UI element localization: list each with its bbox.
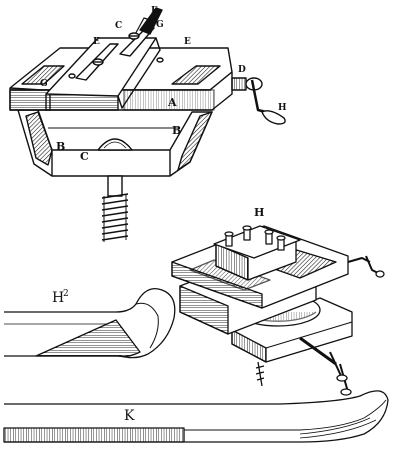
label-h2: H 2 — [52, 289, 69, 306]
label-b-right: B — [172, 124, 181, 137]
bottom-spindle — [255, 361, 265, 387]
label-e-left: E — [93, 37, 100, 47]
label-k: K — [124, 408, 135, 424]
vise-crank — [231, 77, 286, 125]
label-h2-base: H — [52, 290, 64, 306]
front-screw — [299, 336, 337, 366]
label-d: D — [238, 65, 246, 75]
tool-h2-figure — [4, 287, 176, 359]
vise-top-figure — [9, 7, 286, 242]
vise-top-labels: F C G E E G D A H B B C — [40, 6, 287, 163]
label-c-bottom: C — [80, 150, 89, 163]
feed-screw-shank — [107, 175, 123, 197]
side-crank — [347, 255, 381, 275]
label-b-left: B — [56, 140, 65, 153]
label-c-top: C — [115, 21, 122, 31]
base-dome — [97, 138, 133, 151]
frame-slot-right — [171, 65, 221, 85]
label-g-left: G — [40, 79, 48, 89]
tool-k-figure — [3, 390, 389, 443]
label-h2-superscript: 2 — [63, 289, 69, 299]
label-h-crank: H — [278, 103, 287, 113]
vise-right-figure — [171, 225, 385, 396]
clamp-bolts — [224, 225, 286, 251]
label-a: A — [167, 96, 177, 109]
feed-screw-thread — [101, 193, 129, 242]
jaw-f — [139, 7, 163, 35]
label-f: F — [151, 6, 158, 16]
clamp-screws — [68, 32, 164, 79]
vise-base-shadow — [25, 111, 53, 166]
label-h-right: H — [254, 206, 264, 219]
frame-slot-left — [21, 65, 65, 85]
label-g-top: G — [156, 20, 164, 30]
label-e-right: E — [184, 37, 191, 47]
